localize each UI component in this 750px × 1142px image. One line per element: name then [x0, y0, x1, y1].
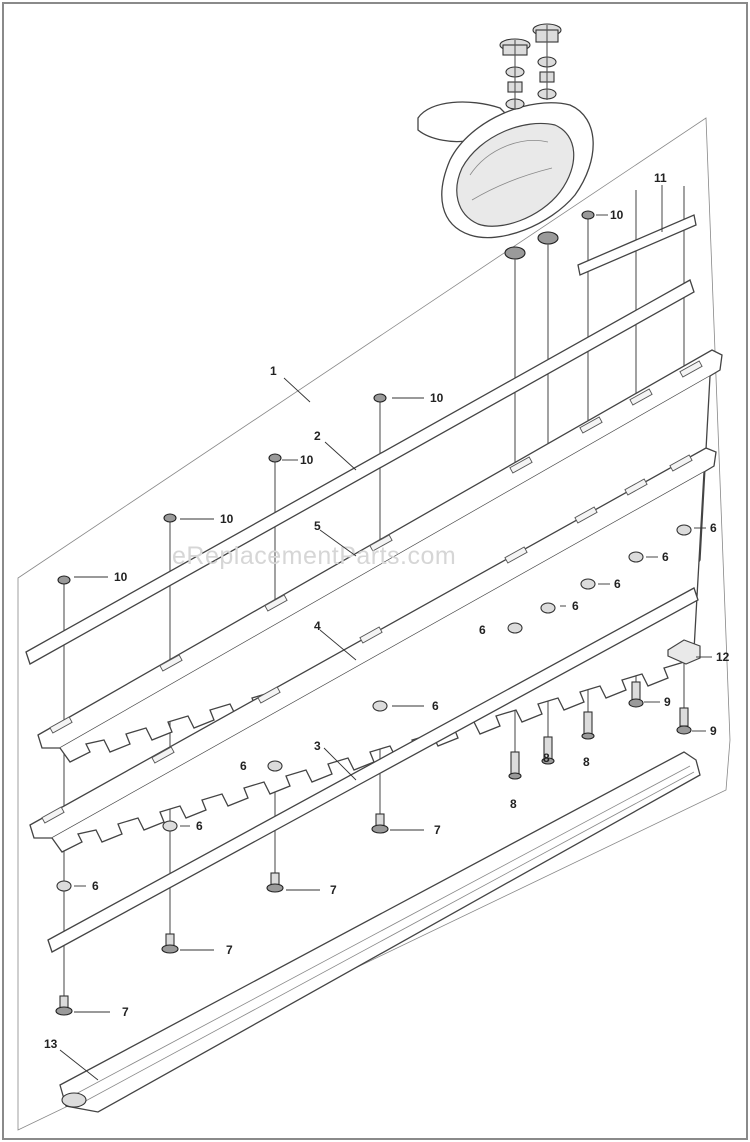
callout-8-b: 8: [543, 751, 550, 765]
callout-6-c: 6: [240, 759, 247, 773]
callout-2: 2: [314, 429, 321, 443]
blade-part-4: [29, 447, 717, 853]
callout-10-d: 10: [114, 570, 128, 584]
callout-6-d: 6: [432, 699, 439, 713]
callout-10-a: 10: [430, 391, 444, 405]
callout-6-h: 6: [662, 550, 669, 564]
callout-6-f: 6: [572, 599, 579, 613]
callout-1: 1: [270, 364, 277, 378]
callout-6-g: 6: [614, 577, 621, 591]
bar-part-3: [47, 587, 699, 953]
nuts-part-10: [57, 210, 595, 585]
callout-7-c: 7: [330, 883, 337, 897]
assembly-boundary: [17, 117, 731, 1131]
bolts: [55, 681, 692, 1016]
spacers-part-6: [56, 524, 692, 892]
watermark-text: eReplacementParts.com: [172, 542, 456, 570]
callout-13: 13: [44, 1037, 58, 1051]
guard-rail-part-13: [59, 751, 701, 1113]
callout-7-a: 7: [122, 1005, 129, 1019]
callout-6-i: 6: [710, 521, 717, 535]
callout-9-b: 9: [710, 724, 717, 738]
callout-leaders: [59, 185, 712, 1081]
callout-9-a: 9: [664, 695, 671, 709]
callout-10-e: 10: [610, 208, 624, 222]
callout-4: 4: [314, 619, 321, 633]
callout-10-b: 10: [300, 453, 314, 467]
handle-guard-assembly: [417, 23, 594, 260]
callout-8-c: 8: [583, 755, 590, 769]
plate-part-11: [577, 214, 697, 276]
bar-part-2: [25, 279, 695, 665]
callout-10-c: 10: [220, 512, 234, 526]
callout-8-a: 8: [510, 797, 517, 811]
callout-12: 12: [716, 650, 730, 664]
callout-11: 11: [654, 171, 667, 185]
callout-7-b: 7: [226, 943, 233, 957]
callout-5: 5: [314, 519, 321, 533]
callout-3: 3: [314, 739, 321, 753]
callout-7-d: 7: [434, 823, 441, 837]
clip-part-12: [667, 639, 701, 665]
callout-6-e: 6: [479, 623, 486, 637]
callout-labels: 1 2 3 4 5 6 6 6 6 6 6 6 6 6 7 7 7 7 8 8 …: [44, 171, 730, 1051]
callout-6-b: 6: [196, 819, 203, 833]
callout-6-a: 6: [92, 879, 99, 893]
